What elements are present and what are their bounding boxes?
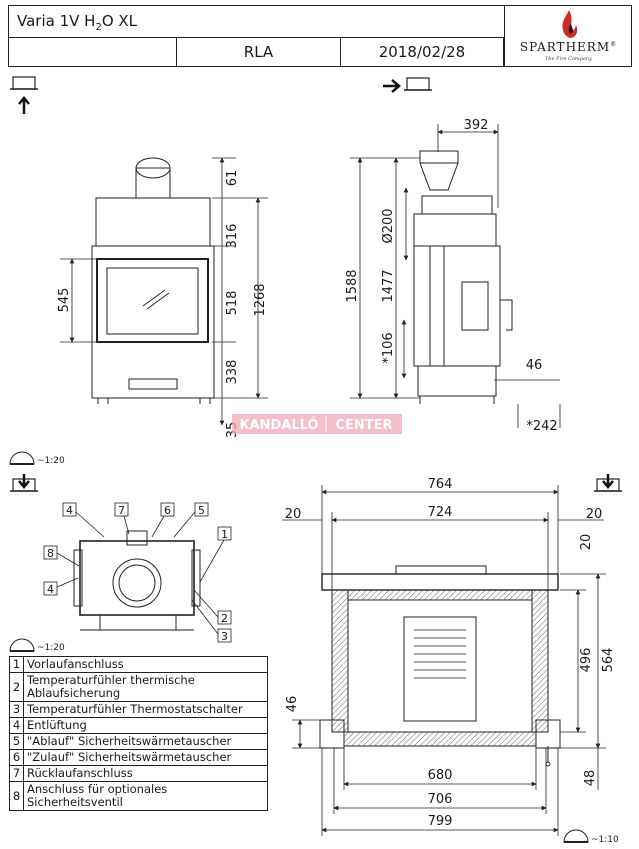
dim-680: 680 <box>428 768 453 783</box>
legend-row: 6"Zulauf" Sicherheitswärmetauscher <box>9 749 268 766</box>
callout-4a: 4 <box>66 504 73 517</box>
flame-icon <box>562 10 578 38</box>
dim-518: 518 <box>225 291 240 316</box>
scale-label-top: ~1:20 <box>37 456 65 466</box>
brand-name: SPARTHERM® <box>519 40 618 54</box>
dim-61: 61 <box>225 170 240 187</box>
dim-724: 724 <box>428 505 453 520</box>
scale-icon-top: ~1:20 <box>9 451 65 466</box>
dim-338: 338 <box>225 360 240 385</box>
dim-46-side: 46 <box>526 358 543 373</box>
callout-2: 2 <box>221 612 228 625</box>
brand-tagline: The Fire Company <box>545 56 592 62</box>
scale-label-mid: ~1:20 <box>37 643 65 653</box>
callout-3: 3 <box>221 630 228 643</box>
dim-1268: 1268 <box>253 283 268 316</box>
watermark-right: CENTER <box>335 418 392 433</box>
view-indicator-section <box>594 474 622 492</box>
top-view-callout-labels: 4 7 6 5 1 2 3 8 4 <box>47 504 228 643</box>
callout-8: 8 <box>47 547 54 560</box>
callout-4b: 4 <box>47 583 54 596</box>
code-cell: RLA <box>177 38 341 67</box>
callout-1: 1 <box>221 528 228 541</box>
top-view-drawing <box>73 530 201 631</box>
callout-6: 6 <box>164 504 171 517</box>
dim-20-left: 20 <box>285 507 302 522</box>
scale-label-bottom: ~1:10 <box>591 835 619 845</box>
view-indicator-top <box>10 474 38 492</box>
dim-545: 545 <box>57 288 72 313</box>
title-block: Varia 1V H2O XL RLA 2018/02/28 SPARTHERM… <box>8 5 632 67</box>
scale-icon-mid: ~1:20 <box>9 638 65 653</box>
scale-icon-bottom: ~1:10 <box>563 829 619 845</box>
date-cell: 2018/02/28 <box>341 38 504 67</box>
dim-242: *242 <box>526 419 557 434</box>
dim-diameter-200: Ø200 <box>381 208 396 243</box>
dim-1477: 1477 <box>381 269 396 302</box>
top-view-callouts <box>43 502 232 643</box>
section-view-drawing <box>319 565 561 767</box>
front-view-dimension-lines <box>60 157 268 426</box>
title-row: Varia 1V H2O XL <box>9 6 504 38</box>
dim-106: *106 <box>381 332 396 363</box>
legend-row: 5"Ablauf" Sicherheitswärmetauscher <box>9 733 268 750</box>
dim-20-right: 20 <box>586 507 603 522</box>
dim-48: 48 <box>583 770 598 787</box>
spartherm-logo: SPARTHERM® The Fire Company <box>504 6 632 67</box>
title-cell-empty <box>9 38 177 67</box>
view-indicator-front <box>10 76 38 114</box>
front-view-drawing <box>91 157 215 404</box>
dim-46-section: 46 <box>285 696 300 713</box>
dim-564: 564 <box>601 648 616 673</box>
product-title: Varia 1V H2O XL <box>17 12 138 33</box>
dim-706: 706 <box>428 792 453 807</box>
dim-20-vertical: 20 <box>579 534 594 551</box>
section-view-dimension-lines <box>282 485 606 836</box>
watermark: KANDALLÓ CENTER <box>232 414 402 434</box>
callout-5: 5 <box>198 504 205 517</box>
dim-764: 764 <box>428 477 453 492</box>
callout-7: 7 <box>118 504 125 517</box>
dim-496: 496 <box>579 648 594 673</box>
watermark-left: KANDALLÓ <box>239 417 318 433</box>
side-view-dimension-lines <box>350 124 561 428</box>
view-indicator-side <box>383 77 432 93</box>
dim-1588: 1588 <box>345 269 360 302</box>
dim-799: 799 <box>428 814 453 829</box>
dim-392: 392 <box>464 118 489 133</box>
dim-316: 316 <box>225 224 240 249</box>
side-view-drawing <box>413 150 513 404</box>
